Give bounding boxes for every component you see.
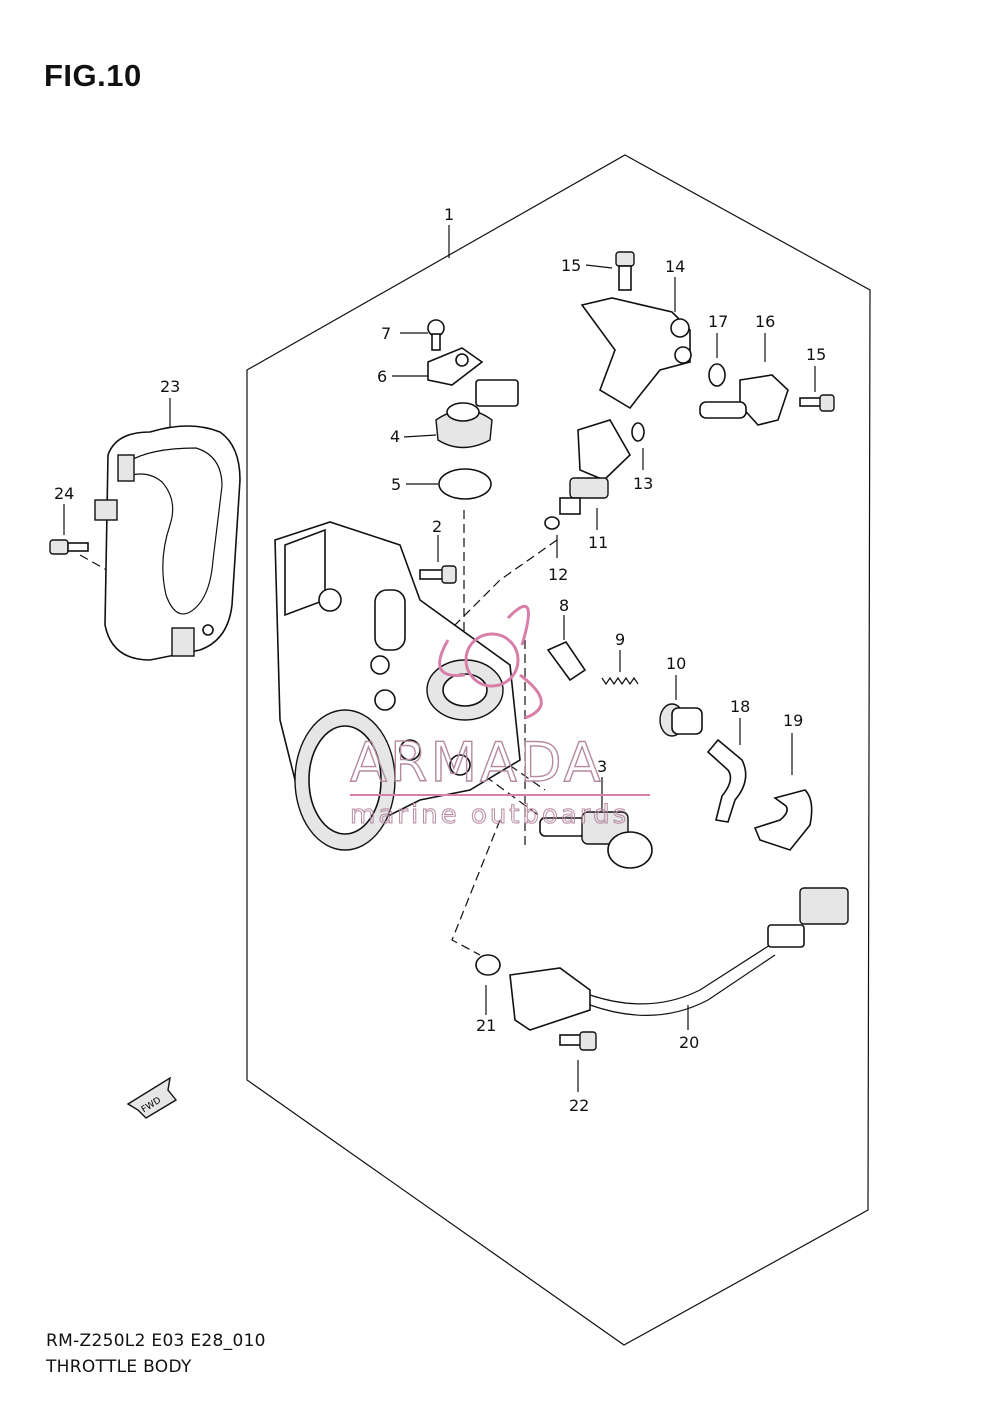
callout-labels: 1 2 3 4 5 6 7 8 9 10 11 12 13 14 15 15 1… [54, 205, 826, 1115]
callout-15-right: 15 [806, 345, 826, 364]
callout-13: 13 [633, 474, 653, 493]
figure-title: FIG.10 [44, 58, 142, 93]
callout-22: 22 [569, 1096, 589, 1115]
part-cap-10 [659, 703, 703, 737]
part-screw-7 [427, 319, 445, 351]
part-screw-22 [559, 1031, 597, 1051]
part-hose-18 [706, 738, 747, 823]
watermark-tagline: marine outboards [350, 800, 629, 830]
callout-20: 20 [679, 1033, 699, 1052]
part-hose-19 [753, 789, 813, 851]
callout-14: 14 [665, 257, 685, 276]
callout-23: 23 [160, 377, 180, 396]
part-screw-15-right [799, 394, 835, 412]
part-o-ring-17 [708, 363, 726, 387]
part-throttle-body-1 [274, 521, 521, 851]
part-bracket-14 [580, 297, 692, 410]
callout-2: 2 [432, 517, 442, 536]
leader-lines [63, 225, 816, 1092]
callout-21: 21 [476, 1016, 496, 1035]
part-plunger-8 [546, 640, 587, 682]
callout-12: 12 [548, 565, 568, 584]
watermark: ARMADA marine outboards [349, 604, 650, 831]
part-injector-11 [559, 419, 632, 515]
diagram-code: RM-Z250L2 E03 E28_010 [46, 1331, 266, 1351]
callout-6: 6 [377, 367, 387, 386]
callout-24: 24 [54, 484, 74, 503]
part-o-ring-13 [631, 422, 645, 442]
callout-3: 3 [597, 757, 607, 776]
part-adjuster-3 [539, 811, 653, 869]
part-sensor-20 [509, 887, 849, 1031]
callout-18: 18 [730, 697, 750, 716]
callout-11: 11 [588, 533, 608, 552]
callout-7: 7 [381, 324, 391, 343]
part-o-ring-21 [475, 954, 501, 976]
callout-4: 4 [390, 427, 400, 446]
part-cover-23 [94, 425, 241, 661]
callout-9: 9 [615, 630, 625, 649]
callout-17: 17 [708, 312, 728, 331]
part-fuel-joint-16 [699, 374, 789, 426]
part-o-ring-5 [438, 468, 492, 500]
part-screw-24 [49, 539, 89, 555]
part-screw-15-top [615, 251, 635, 291]
part-bracket-6 [427, 347, 484, 386]
part-spring-9 [601, 676, 639, 686]
assembly-boundary [246, 154, 871, 1346]
part-o-ring-12 [544, 516, 560, 530]
part-sensor-4 [435, 379, 519, 449]
propeller-icon [438, 604, 543, 720]
callout-10: 10 [666, 654, 686, 673]
callout-19: 19 [783, 711, 803, 730]
watermark-brand: ARMADA [350, 731, 604, 794]
callout-8: 8 [559, 596, 569, 615]
part-screw-2 [419, 565, 457, 584]
diagram-name: THROTTLE BODY [46, 1357, 192, 1377]
fwd-arrow: FWD [126, 1076, 178, 1119]
callout-1: 1 [444, 205, 454, 224]
callout-5: 5 [391, 475, 401, 494]
callout-15-top: 15 [561, 256, 581, 275]
callout-16: 16 [755, 312, 775, 331]
